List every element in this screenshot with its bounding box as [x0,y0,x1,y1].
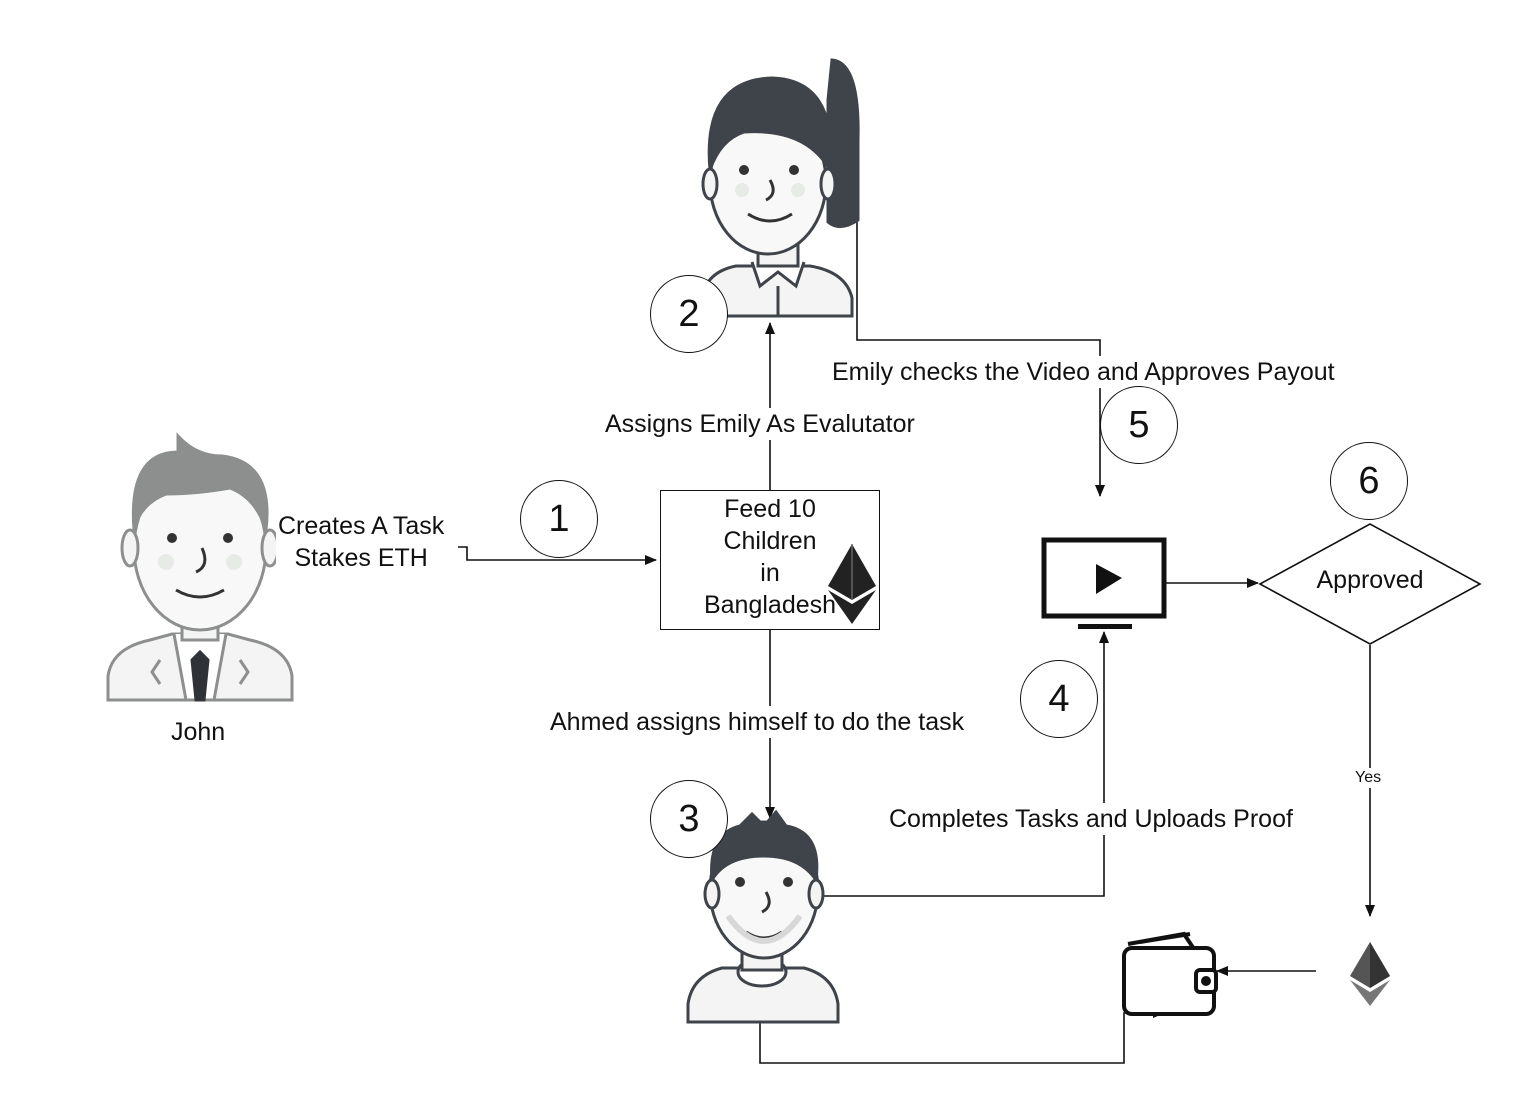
step-2-circle: 2 [650,275,728,353]
edge-label-upload-proof: Completes Tasks and Uploads Proof [887,803,1295,835]
step-1-circle: 1 [520,480,598,558]
edge-label-check-video: Emily checks the Video and Approves Payo… [830,356,1337,388]
task-line-2: Children [723,527,817,555]
edge-label-assign-self: Ahmed assigns himself to do the task [548,706,967,738]
john-name-label: John [171,718,226,746]
edge-label-create-task-line2: Stakes ETH [294,544,428,572]
edge-john-to-task [458,546,657,565]
task-line-1: Feed 10 [724,495,816,523]
edge-ahmed-to-video [822,631,1109,897]
edge-label-yes: Yes [1353,768,1384,788]
task-box: Feed 10 Children in Bangladesh [660,490,880,630]
edge-label-create-task-line1: Creates A Task [278,512,445,540]
edge-emily-to-video [856,180,1105,497]
step-4-circle: 4 [1020,660,1098,738]
task-line-3: in [760,559,780,587]
step-5-circle: 5 [1100,386,1178,464]
ethereum-coin-icon [1350,942,1390,1006]
decision-diamond [1258,523,1482,645]
edge-label-assign-evaluator: Assigns Emily As Evalutator [603,408,917,440]
edge-label-create-task: Creates A Task Stakes ETH [276,510,447,574]
task-line-4: Bangladesh [703,591,837,619]
ahmed-avatar-icon [686,809,840,1024]
ethereum-logo-icon [828,544,876,624]
john-avatar-icon [106,432,294,702]
wallet-icon [1122,931,1218,1016]
step-3-circle: 3 [650,780,728,858]
step-6-circle: 6 [1330,442,1408,520]
decision-label: Approved [1316,566,1424,594]
emily-avatar-icon [700,58,860,318]
video-monitor-icon [1041,537,1167,629]
connectors [458,180,1375,1064]
